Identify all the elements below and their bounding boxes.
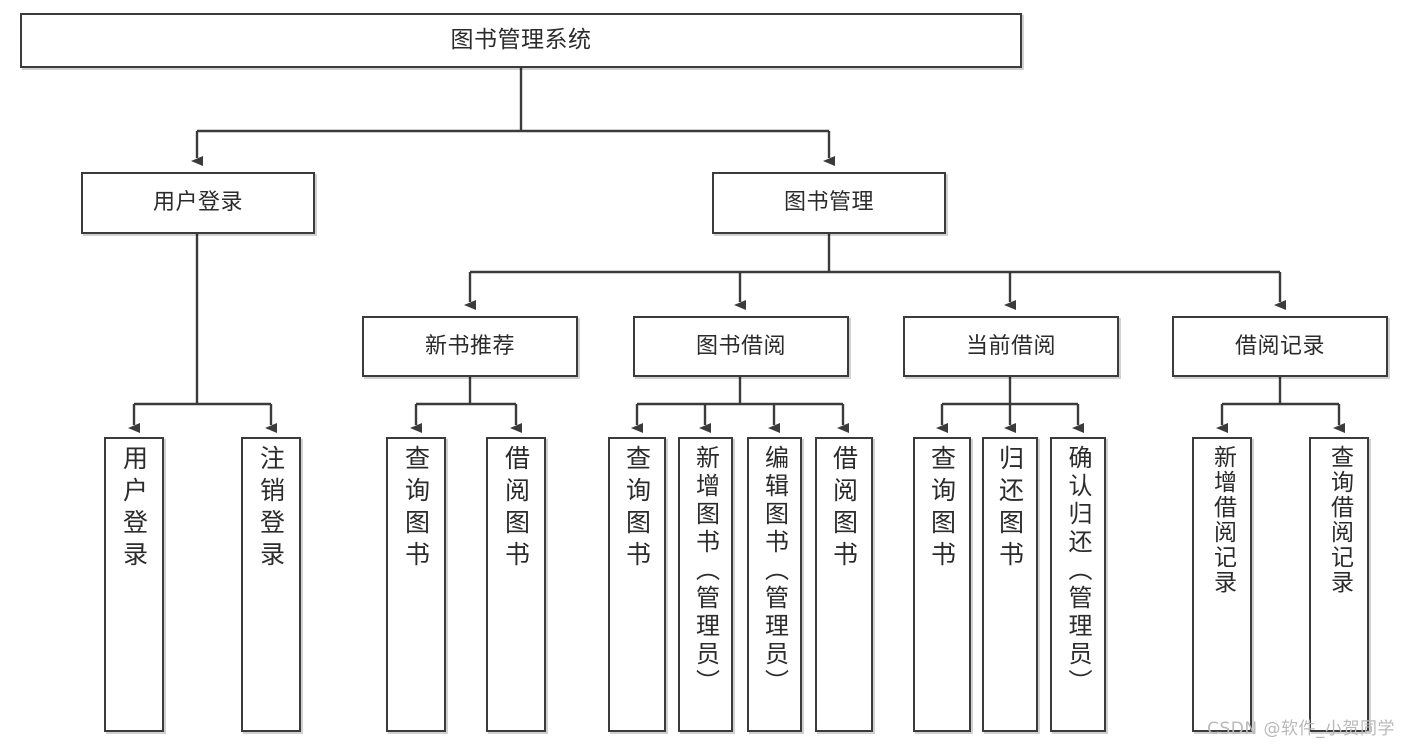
node-label: 查询图书	[401, 445, 431, 573]
node-label: 归还图书	[995, 445, 1025, 573]
node-book-borrow[interactable]: 图书借阅	[633, 316, 849, 377]
node-leaf-user-logout[interactable]: 注销登录	[241, 437, 301, 732]
node-new-book-recommend[interactable]: 新书推荐	[362, 316, 578, 377]
node-book-manage[interactable]: 图书管理	[712, 172, 946, 234]
node-label: 确认归还（管理员）	[1064, 445, 1092, 697]
node-leaf-query-book-2[interactable]: 查询图书	[608, 437, 666, 732]
node-label: 借阅记录	[1234, 333, 1325, 359]
node-leaf-add-record[interactable]: 新增借阅记录	[1192, 437, 1252, 732]
node-label: 用户登录	[119, 445, 149, 573]
node-leaf-borrow-book-2[interactable]: 借阅图书	[815, 437, 873, 732]
node-label: 图书借阅	[695, 333, 786, 359]
node-user-login[interactable]: 用户登录	[81, 172, 315, 234]
node-label: 用户登录	[152, 190, 243, 216]
node-label: 查询借阅记录	[1326, 445, 1353, 595]
node-label: 当前借阅	[965, 333, 1056, 359]
node-leaf-return-book[interactable]: 归还图书	[982, 437, 1038, 732]
node-leaf-query-record[interactable]: 查询借阅记录	[1309, 437, 1369, 732]
node-label: 注销登录	[256, 445, 286, 573]
node-current-borrow[interactable]: 当前借阅	[903, 316, 1119, 377]
node-label: 查询图书	[927, 445, 957, 573]
node-label: 借阅图书	[829, 445, 859, 573]
node-label: 新增图书（管理员）	[691, 445, 720, 697]
node-label: 编辑图书（管理员）	[760, 445, 789, 697]
node-root-system[interactable]: 图书管理系统	[20, 13, 1022, 68]
node-label: 图书管理	[783, 190, 874, 216]
node-label: 借阅图书	[501, 445, 531, 573]
node-borrow-record[interactable]: 借阅记录	[1172, 316, 1388, 377]
node-leaf-confirm-return[interactable]: 确认归还（管理员）	[1050, 437, 1106, 732]
node-leaf-query-book-1[interactable]: 查询图书	[386, 437, 446, 732]
node-label: 图书管理系统	[450, 27, 592, 54]
node-label: 新书推荐	[424, 333, 515, 359]
node-leaf-borrow-book-1[interactable]: 借阅图书	[486, 437, 546, 732]
node-label: 查询图书	[622, 445, 652, 573]
node-leaf-query-book-3[interactable]: 查询图书	[913, 437, 971, 732]
node-leaf-user-login[interactable]: 用户登录	[104, 437, 164, 732]
node-leaf-edit-book[interactable]: 编辑图书（管理员）	[747, 437, 802, 732]
watermark-credit: CSDN @软件_小贺同学	[1207, 719, 1395, 739]
node-leaf-add-book[interactable]: 新增图书（管理员）	[678, 437, 733, 732]
node-label: 新增借阅记录	[1209, 445, 1236, 595]
